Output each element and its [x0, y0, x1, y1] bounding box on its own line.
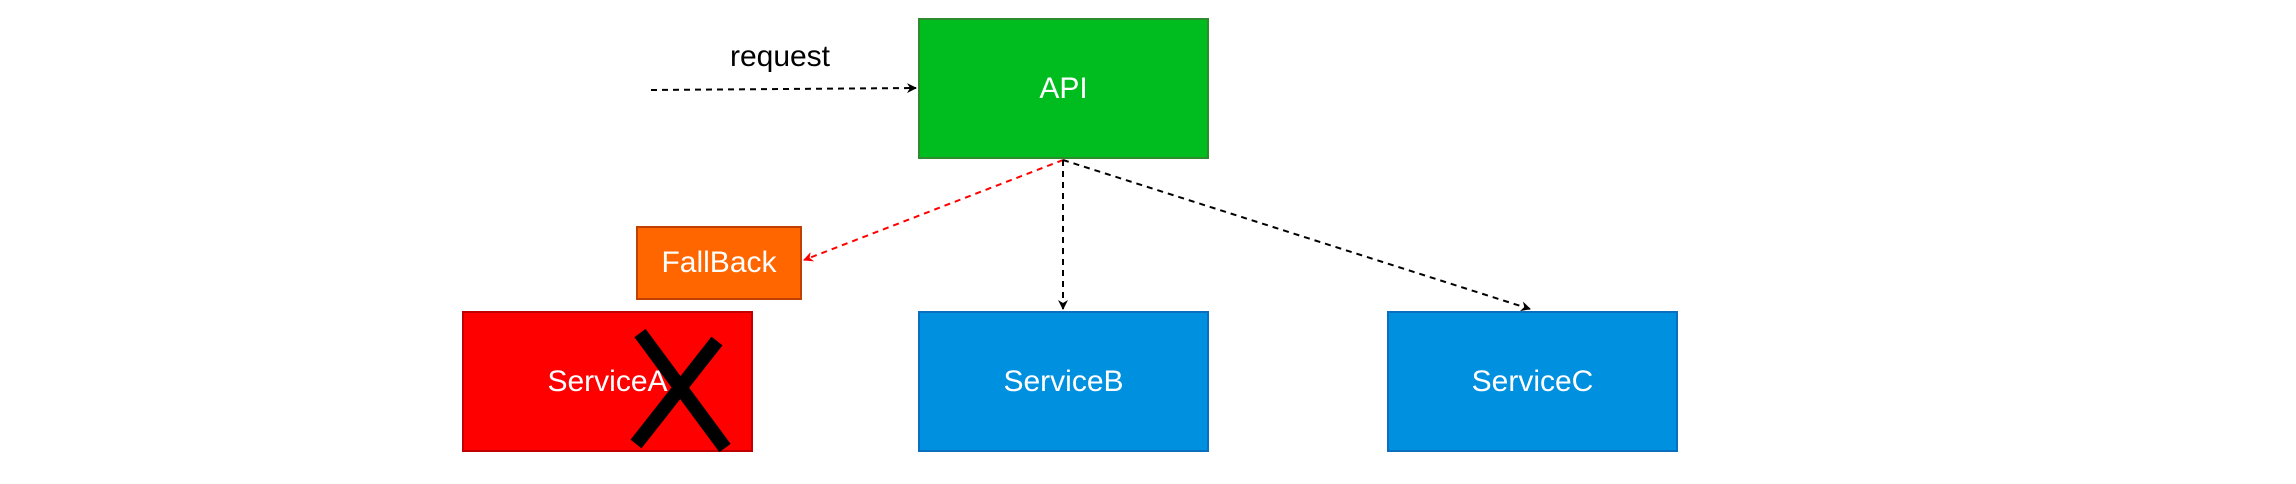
api-node: API	[918, 18, 1209, 159]
api-node-label: API	[1039, 71, 1088, 105]
fallback-node: FallBack	[636, 226, 802, 300]
edge-request	[650, 83, 917, 94]
service-a-node-label: ServiceA	[547, 364, 668, 398]
fallback-node-label: FallBack	[661, 246, 777, 279]
edge-label-request: request	[729, 40, 831, 73]
edge-api-service-c	[1062, 159, 1531, 312]
service-c-node-label: ServiceC	[1471, 364, 1594, 398]
service-b-node-label: ServiceB	[1003, 364, 1124, 398]
service-a-node: ServiceA	[462, 311, 753, 452]
edge-api-fallback	[803, 159, 1064, 262]
cross-icon	[630, 328, 731, 452]
service-b-node: ServiceB	[918, 311, 1209, 452]
service-c-node: ServiceC	[1387, 311, 1678, 452]
